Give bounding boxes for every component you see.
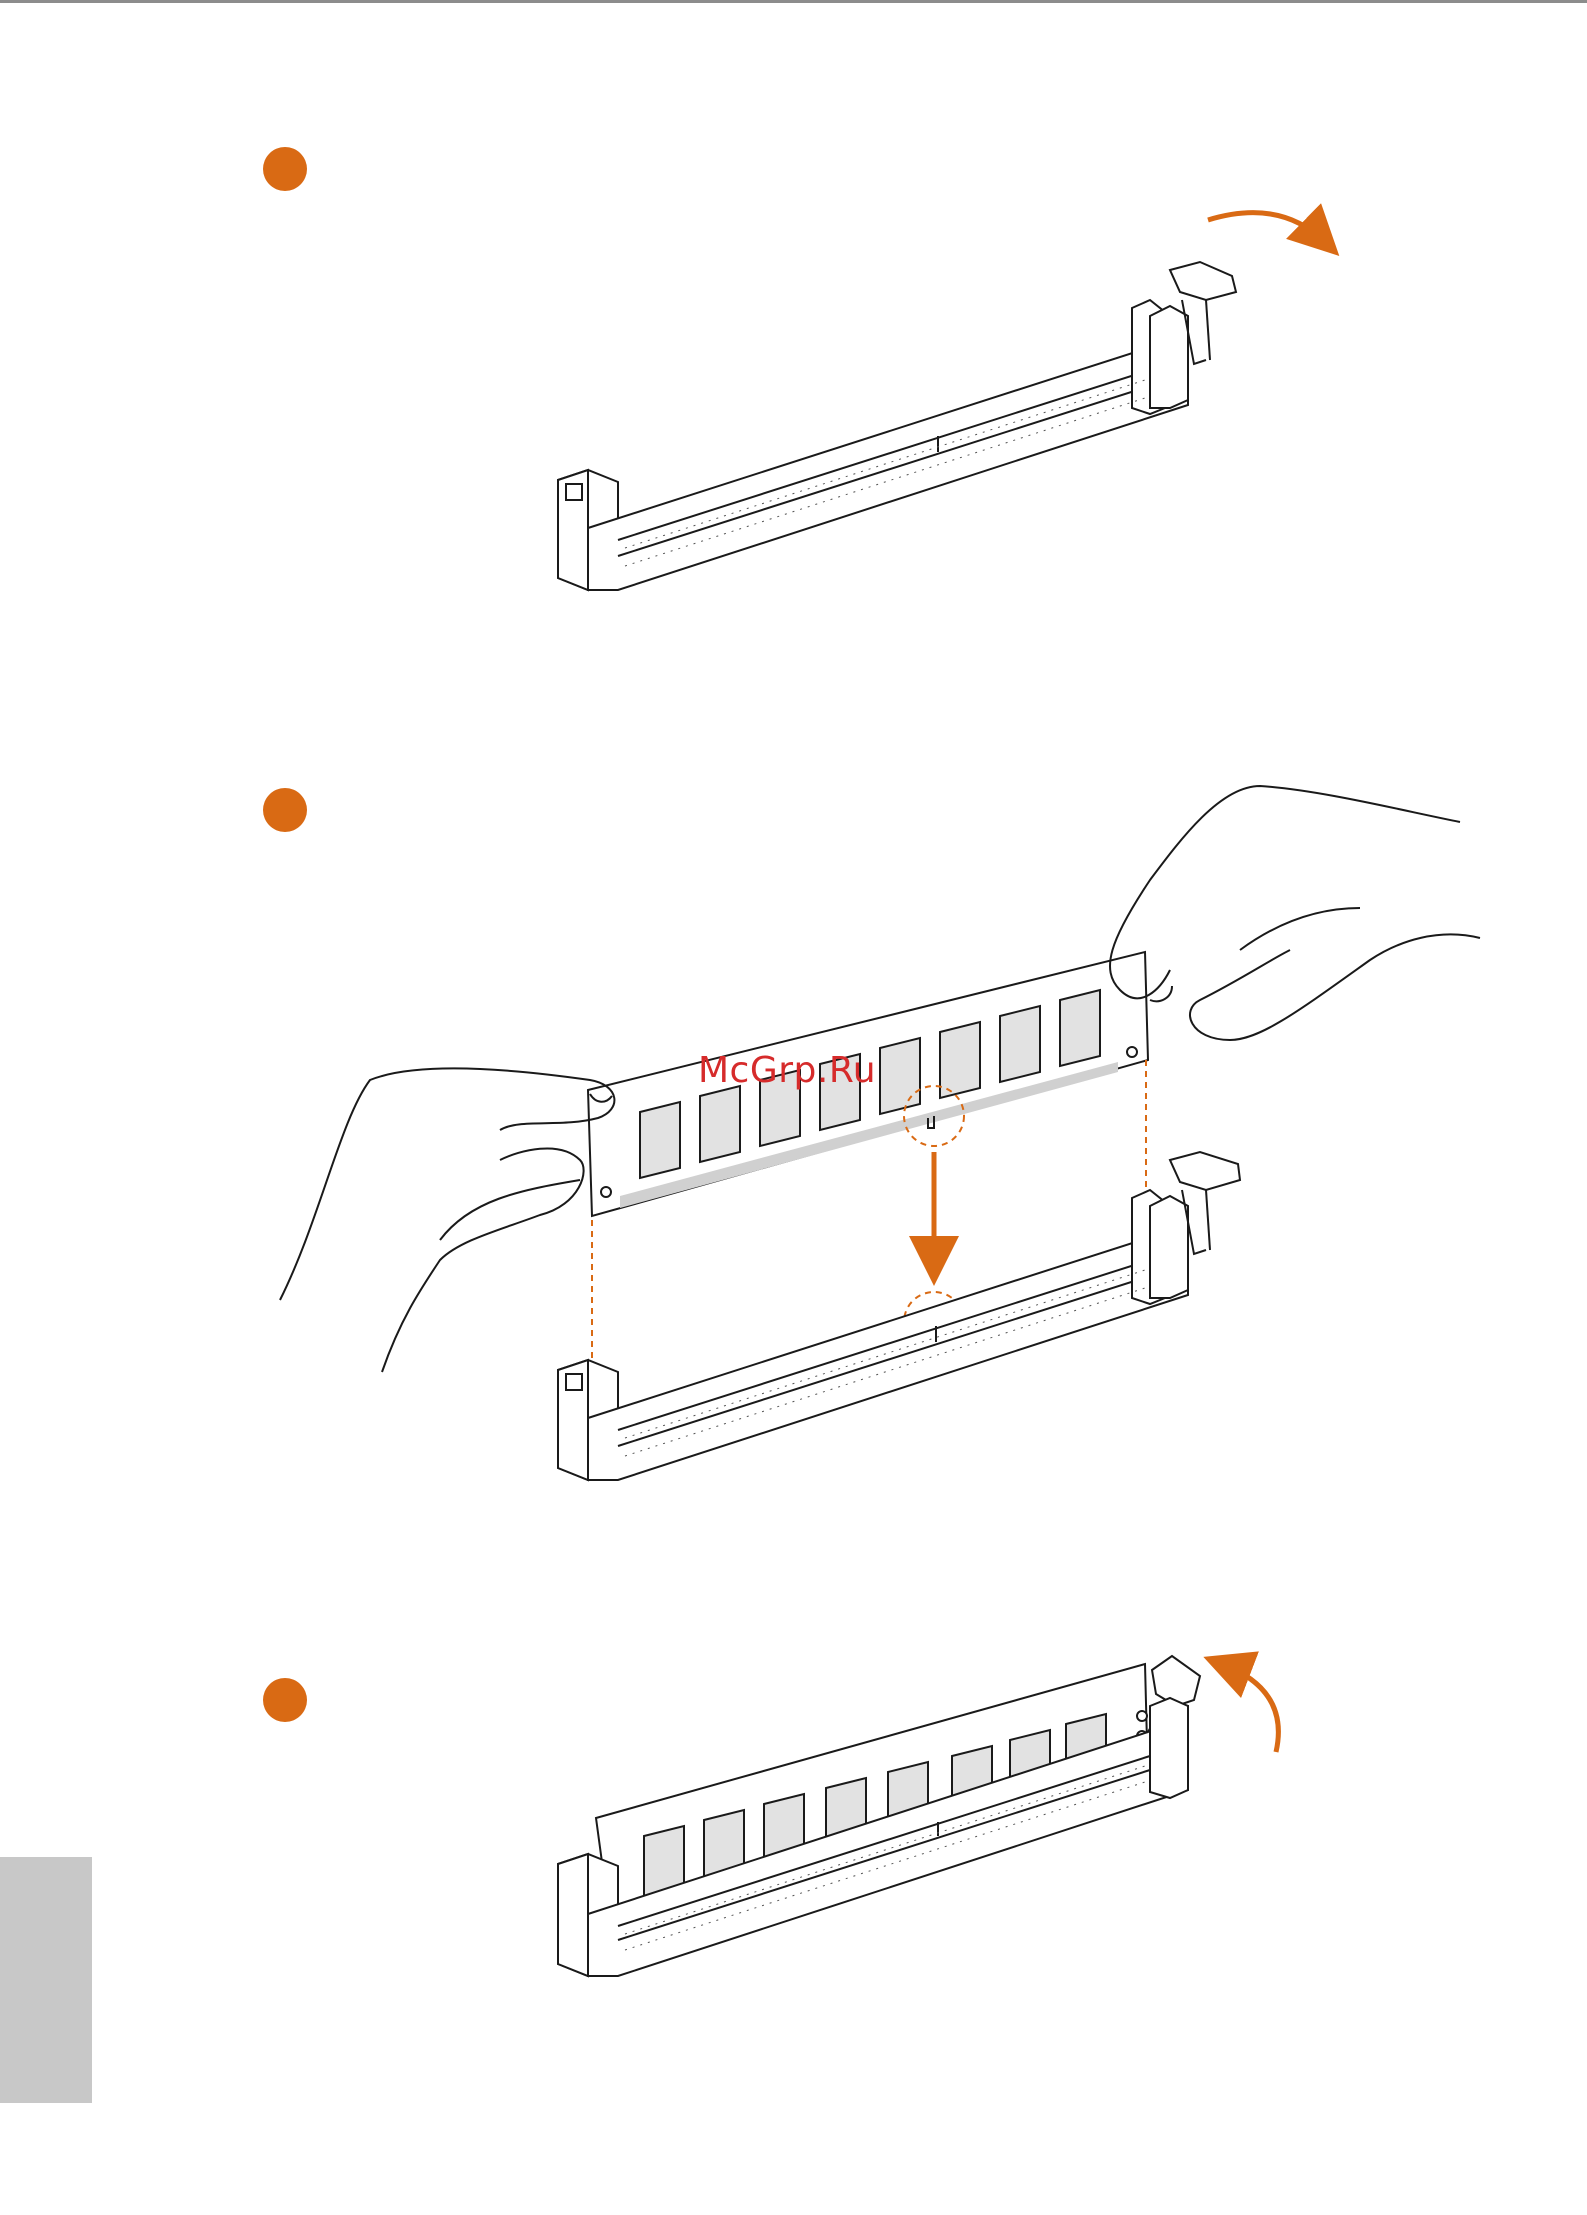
left-hand [280,1068,614,1372]
open-clip-arrow [1208,213,1325,242]
close-clip-arrow [1222,1664,1278,1752]
slot-open-step1 [558,262,1236,590]
watermark: McGrp.Ru [698,1050,876,1091]
slot-closed-step3 [558,1656,1200,1976]
slot-open-step2 [558,1152,1240,1480]
right-hand [1110,786,1480,1040]
